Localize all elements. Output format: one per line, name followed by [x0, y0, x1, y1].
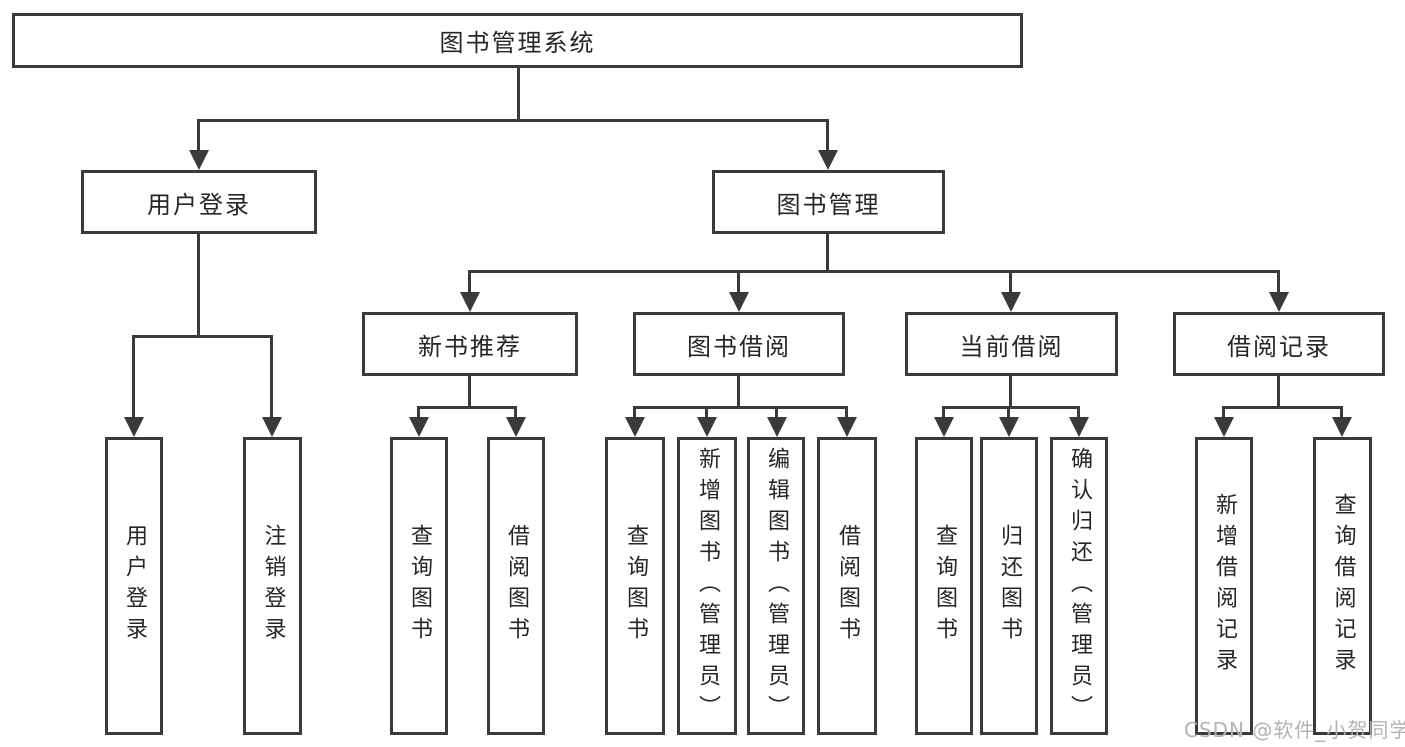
connector-line — [1009, 270, 1012, 294]
arrowhead-icon — [837, 417, 857, 437]
connector-line — [705, 406, 708, 419]
arrowhead-icon — [189, 150, 209, 170]
connector-line — [1007, 406, 1010, 419]
arrowhead-icon — [506, 417, 526, 437]
node-user-login-label: 用户登录 — [147, 190, 251, 219]
connector-line — [775, 406, 778, 419]
node-leaf-edit-books-label: 编辑图书（管理员） — [764, 446, 789, 726]
node-book-borrowing-label: 图书借阅 — [687, 332, 791, 361]
node-leaf-user-login-label: 用户登录 — [122, 524, 147, 648]
node-leaf-confirm-return: 确认归还（管理员） — [1050, 437, 1108, 735]
arrowhead-icon — [625, 417, 645, 437]
node-leaf-query-books-2: 查询图书 — [605, 437, 665, 735]
connector-line — [468, 270, 1280, 273]
connector-line — [132, 335, 273, 338]
connector-line — [633, 406, 848, 409]
arrowhead-icon — [818, 150, 838, 170]
arrowhead-icon — [262, 417, 282, 437]
arrowhead-icon — [767, 417, 787, 437]
arrowhead-icon — [697, 417, 717, 437]
node-leaf-query-borrow-record: 查询借阅记录 — [1313, 437, 1372, 735]
node-leaf-add-borrow-record: 新增借阅记录 — [1195, 437, 1253, 735]
node-user-login: 用户登录 — [81, 170, 317, 234]
connector-line — [1077, 406, 1080, 419]
node-leaf-query-books-2-label: 查询图书 — [623, 524, 648, 648]
node-leaf-query-books-1-label: 查询图书 — [407, 524, 432, 648]
node-leaf-borrow-books-1-label: 借阅图书 — [504, 524, 529, 648]
connector-line — [1340, 406, 1343, 419]
node-leaf-borrow-books-1: 借阅图书 — [487, 437, 545, 735]
arrowhead-icon — [934, 417, 954, 437]
connector-line — [942, 406, 1080, 409]
connector-line — [737, 376, 740, 409]
node-book-management-label: 图书管理 — [776, 190, 881, 219]
node-current-borrowing: 当前借阅 — [905, 312, 1118, 376]
node-borrowing-records: 借阅记录 — [1173, 312, 1385, 376]
node-new-book-recommendation: 新书推荐 — [362, 312, 578, 376]
connector-line — [417, 406, 517, 409]
connector-line — [1009, 376, 1012, 409]
arrowhead-icon — [1069, 417, 1089, 437]
arrowhead-icon — [1001, 292, 1021, 312]
connector-line — [197, 119, 829, 122]
arrowhead-icon — [729, 292, 749, 312]
connector-line — [197, 119, 200, 152]
connector-line — [1222, 406, 1343, 409]
node-new-book-recommendation-label: 新书推荐 — [418, 332, 522, 361]
node-leaf-query-books-3: 查询图书 — [915, 437, 973, 735]
node-borrowing-records-label: 借阅记录 — [1227, 332, 1331, 361]
connector-line — [514, 406, 517, 419]
arrowhead-icon — [1332, 417, 1352, 437]
node-root-label: 图书管理系统 — [439, 29, 596, 57]
node-leaf-add-books: 新增图书（管理员） — [677, 437, 737, 735]
node-leaf-query-books-1: 查询图书 — [390, 437, 448, 735]
node-current-borrowing-label: 当前借阅 — [959, 332, 1064, 361]
connector-line — [737, 270, 740, 294]
arrowhead-icon — [1269, 292, 1289, 312]
node-leaf-logout: 注销登录 — [243, 437, 302, 735]
connector-line — [417, 406, 420, 419]
connector-line — [270, 335, 273, 419]
node-book-borrowing: 图书借阅 — [633, 312, 845, 376]
arrowhead-icon — [409, 417, 429, 437]
node-leaf-query-borrow-record-label: 查询借阅记录 — [1330, 493, 1356, 679]
connector-line — [942, 406, 945, 419]
node-leaf-add-borrow-record-label: 新增借阅记录 — [1212, 493, 1237, 679]
node-leaf-logout-label: 注销登录 — [260, 524, 286, 648]
connector-line — [845, 406, 848, 419]
connector-line — [468, 376, 471, 409]
node-leaf-return-books: 归还图书 — [980, 437, 1038, 735]
arrowhead-icon — [124, 417, 144, 437]
node-leaf-borrow-books-2-label: 借阅图书 — [835, 524, 860, 648]
node-root: 图书管理系统 — [12, 13, 1023, 68]
node-leaf-borrow-books-2: 借阅图书 — [817, 437, 877, 735]
arrowhead-icon — [1214, 417, 1234, 437]
node-leaf-return-books-label: 归还图书 — [997, 524, 1022, 648]
connector-line — [826, 234, 829, 273]
connector-line — [132, 335, 135, 419]
watermark: CSDN @软件_小贺同学 — [1184, 718, 1405, 742]
node-book-management: 图书管理 — [712, 170, 945, 234]
arrowhead-icon — [460, 292, 480, 312]
connector-line — [826, 119, 829, 152]
node-leaf-query-books-3-label: 查询图书 — [932, 524, 957, 648]
connector-line — [517, 68, 520, 122]
connector-line — [468, 270, 471, 294]
connector-line — [1222, 406, 1225, 419]
connector-line — [1277, 376, 1280, 409]
node-leaf-edit-books: 编辑图书（管理员） — [747, 437, 805, 735]
connector-line — [633, 406, 636, 419]
arrowhead-icon — [999, 417, 1019, 437]
connector-line — [197, 234, 200, 338]
node-leaf-confirm-return-label: 确认归还（管理员） — [1067, 446, 1092, 726]
node-leaf-add-books-label: 新增图书（管理员） — [695, 446, 720, 726]
connector-line — [1277, 270, 1280, 294]
node-leaf-user-login: 用户登录 — [105, 437, 163, 735]
